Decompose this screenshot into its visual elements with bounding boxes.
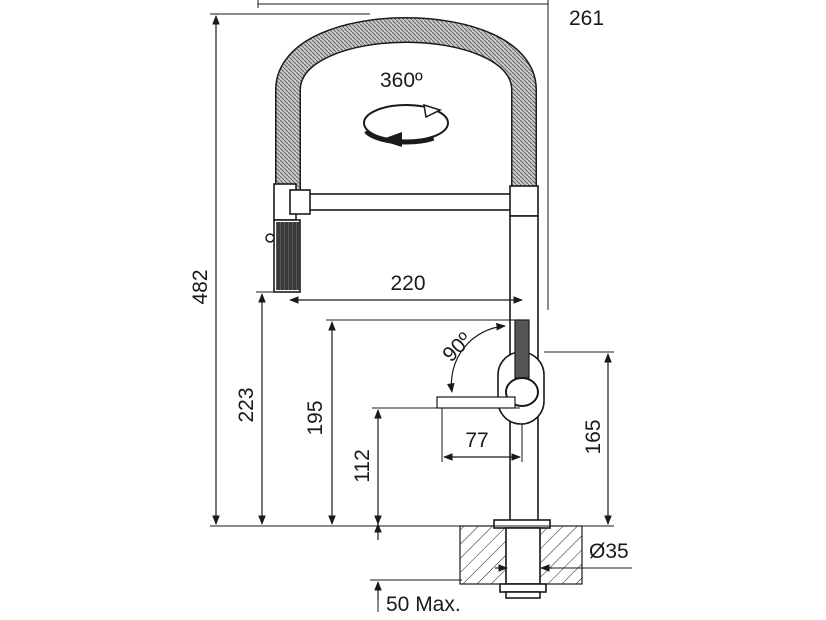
thickness-label: 50 Max.: [386, 593, 461, 616]
lever-angle-dimension: 90º: [438, 322, 506, 393]
spring-hose: [275, 17, 537, 190]
lever-angle-label: 90º: [438, 328, 476, 366]
spout-height-label: 223: [235, 387, 258, 422]
width-label: 261: [569, 7, 604, 30]
spout-reach-label: 220: [390, 272, 425, 295]
spout-arm: [273, 183, 539, 221]
spout-height-dimension: 223: [235, 291, 276, 525]
lever-height-dimension: 195: [304, 319, 516, 525]
rotation-symbol: 360º: [361, 69, 451, 147]
body-height-label: 165: [582, 419, 605, 454]
thickness-dimension: 50 Max.: [370, 523, 462, 616]
handle-length-dimension: 77: [441, 408, 523, 462]
handle-length-label: 77: [465, 429, 488, 452]
countertop-section: [459, 519, 583, 599]
width-dimension: 261: [257, 0, 604, 310]
spray-button-icon: [265, 233, 275, 243]
rotation-label: 360º: [380, 69, 423, 92]
handle-height-dimension: 112: [351, 407, 520, 525]
lever-height-label: 195: [304, 400, 327, 435]
hole-diameter-dimension: Ø35: [495, 540, 632, 572]
total-height-dimension: 482: [189, 13, 370, 525]
body-height-dimension: 165: [544, 351, 614, 525]
spout-reach-dimension: 220: [289, 272, 523, 304]
spray-head: [265, 219, 301, 293]
total-height-label: 482: [189, 269, 212, 304]
rotation-arrow-icon: [380, 132, 402, 147]
hole-diameter-label: Ø35: [589, 540, 629, 563]
handle-height-label: 112: [351, 449, 374, 482]
lever-handle: [514, 319, 530, 379]
